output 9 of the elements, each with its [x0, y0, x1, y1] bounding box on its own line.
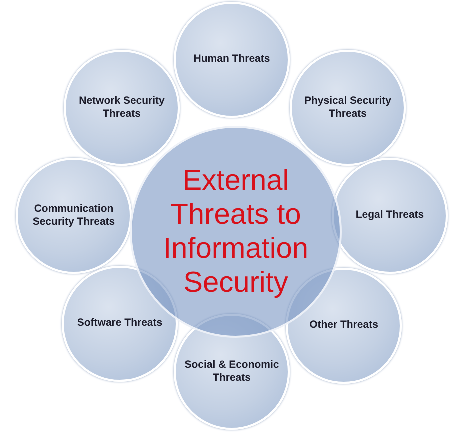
- circle-label: Human Threats: [192, 53, 272, 67]
- circle-label: Communication Security Threats: [32, 202, 116, 230]
- circle-label: Software Threats: [76, 317, 164, 331]
- circle-label: Network Security Threats: [78, 94, 166, 122]
- circle-label: Legal Threats: [354, 209, 426, 223]
- circle-label: Physical Security Threats: [304, 94, 392, 122]
- circle-label: Social & Economic Threats: [184, 358, 280, 386]
- center-title: External Threats to Information Security: [162, 164, 310, 300]
- circle-label: Other Threats: [308, 319, 380, 333]
